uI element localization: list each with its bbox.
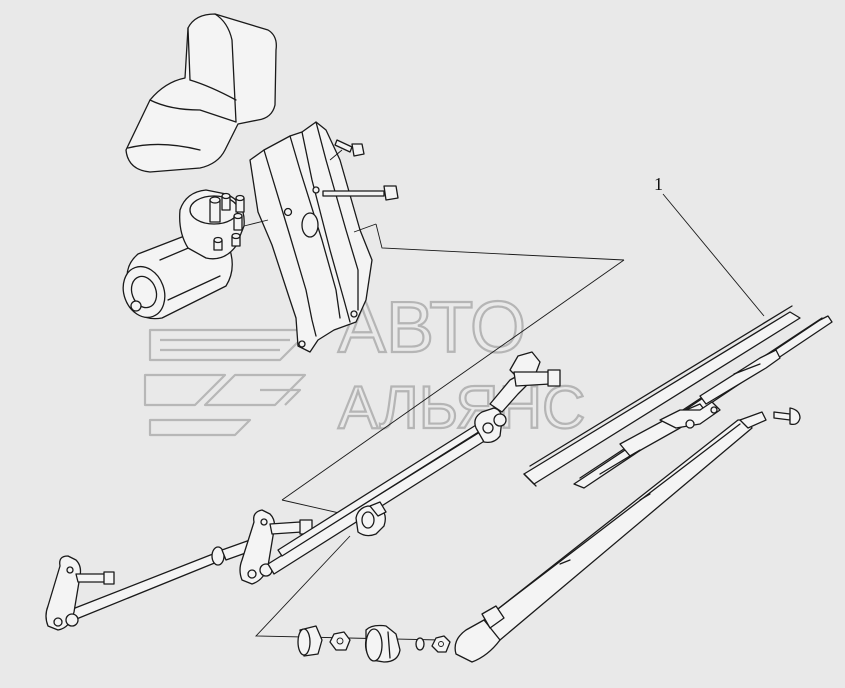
- callout-1-label: 1: [654, 174, 663, 194]
- wiper-motor: [122, 189, 245, 320]
- bracket-bolt-upper: [334, 139, 365, 157]
- fasteners-set: [297, 624, 451, 663]
- watermark-logo: АВТО АЛЬЯНС: [143, 287, 586, 442]
- arm-screw: [773, 407, 801, 426]
- motor-cover: [125, 13, 277, 173]
- nut-right: [431, 635, 451, 653]
- watermark-emblem: [143, 328, 312, 437]
- wiper-linkage: [45, 351, 561, 631]
- callout-1: 1: [654, 174, 765, 317]
- bushing-large: [364, 624, 401, 663]
- bracket-bolt-lower: [322, 185, 399, 201]
- watermark-line1: АВТО: [338, 288, 526, 368]
- wiper-arm: [454, 411, 767, 663]
- nut-left: [329, 631, 351, 651]
- bushing-small: [297, 625, 323, 657]
- washer: [415, 637, 425, 651]
- wiper-blade: [523, 305, 833, 489]
- motor-bracket: [249, 121, 373, 353]
